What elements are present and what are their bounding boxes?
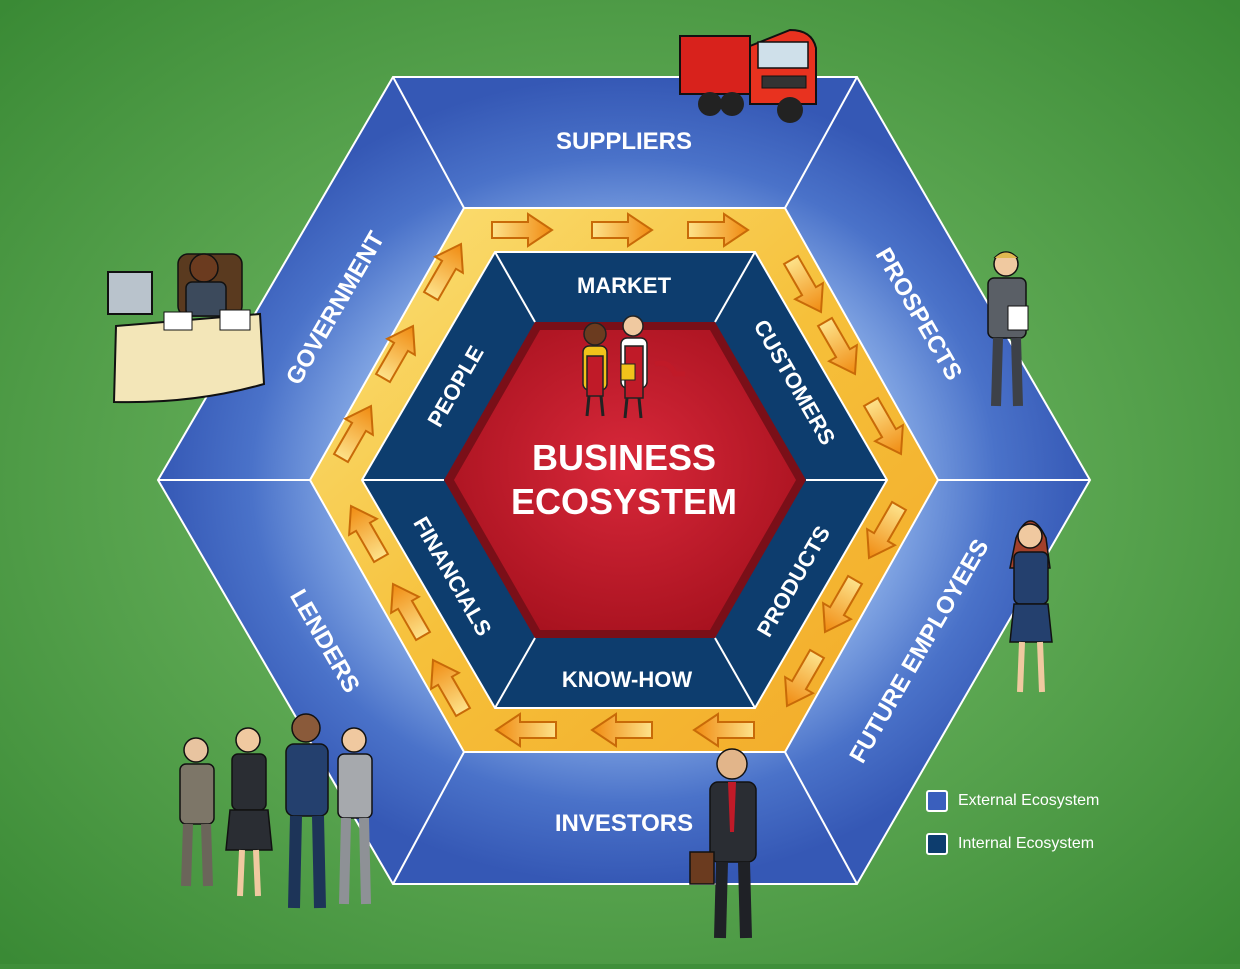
legend-item-external: External Ecosystem bbox=[926, 788, 1099, 814]
flow-arrow-7 bbox=[866, 500, 908, 560]
government-clerk-illustration bbox=[107, 253, 266, 404]
internal-label-know-how: KNOW-HOW bbox=[562, 667, 693, 692]
flow-arrow-15 bbox=[348, 504, 390, 564]
legend: External Ecosystem Internal Ecosystem bbox=[926, 788, 1099, 874]
flow-arrow-1 bbox=[491, 212, 554, 248]
future-employee-illustration bbox=[1009, 520, 1053, 693]
flow-arrow-4 bbox=[782, 254, 824, 314]
flow-arrow-13 bbox=[430, 658, 472, 718]
external-dividers bbox=[158, 76, 1090, 885]
flow-arrow-3 bbox=[687, 212, 750, 248]
flow-arrow-8 bbox=[822, 574, 864, 634]
flow-arrow-16 bbox=[332, 404, 374, 464]
flow-arrow-5 bbox=[816, 316, 858, 376]
flow-arrow-11 bbox=[590, 712, 653, 748]
shopkeepers-illustration bbox=[582, 315, 685, 419]
flow-arrow-18 bbox=[422, 242, 464, 302]
flow-arrow-2 bbox=[591, 212, 654, 248]
flow-arrow-12 bbox=[494, 712, 557, 748]
investor-illustration bbox=[689, 748, 757, 939]
prospect-illustration bbox=[987, 251, 1029, 407]
legend-label-internal: Internal Ecosystem bbox=[958, 835, 1095, 852]
legend-swatch-internal bbox=[926, 833, 948, 855]
internal-dividers bbox=[362, 251, 887, 709]
flow-arrows bbox=[332, 212, 908, 748]
flow-arrow-6 bbox=[862, 396, 904, 456]
legend-swatch-external bbox=[926, 790, 948, 812]
lenders-group-illustration bbox=[179, 713, 373, 909]
legend-label-external: External Ecosystem bbox=[958, 792, 1100, 809]
internal-label-market: MARKET bbox=[577, 273, 672, 298]
truck-illustration bbox=[679, 28, 817, 123]
center-title-line2: ECOSYSTEM bbox=[511, 481, 737, 522]
external-label-investors: INVESTORS bbox=[555, 810, 693, 837]
external-label-suppliers: SUPPLIERS bbox=[556, 128, 692, 155]
center-hexagon bbox=[454, 330, 796, 630]
center-title-line1: BUSINESS bbox=[532, 437, 716, 478]
legend-item-internal: Internal Ecosystem bbox=[926, 831, 1099, 857]
flow-arrow-17 bbox=[374, 324, 416, 384]
flow-arrow-14 bbox=[390, 582, 432, 642]
flow-arrow-9 bbox=[784, 648, 826, 708]
flow-arrow-10 bbox=[692, 712, 755, 748]
